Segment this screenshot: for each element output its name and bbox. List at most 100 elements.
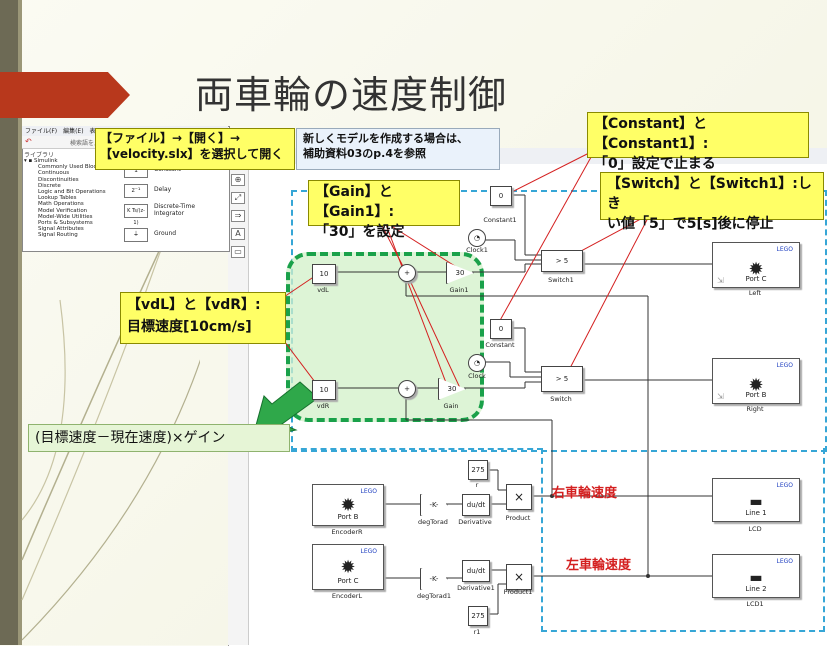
tree-item[interactable]: Signal Routing [38, 232, 78, 239]
tree-item[interactable]: Lookup Tables [38, 195, 77, 202]
vdR-label: vdR [316, 402, 330, 410]
clock1-label: Clock1 [466, 246, 488, 254]
constant-label: Constant [485, 341, 515, 349]
clock-label: Clock [468, 372, 486, 380]
library-block-ground[interactable]: ⏚Ground [120, 226, 226, 246]
callout-target-speed: 【vdL】と【vdR】: 目標速度[10cm/s] [120, 292, 286, 344]
gear-icon: ✹ [748, 375, 764, 396]
gear-icon: ✹ [340, 557, 356, 578]
switch-label: Switch [550, 395, 572, 403]
annotation-icon[interactable]: A [231, 228, 245, 240]
library-tree: ▾ ▪ Simulink Commonly Used Blocks Contin… [24, 158, 114, 239]
product-block[interactable]: × [506, 484, 532, 510]
lcd1-block[interactable]: LEGO ▬ Line 2 [712, 554, 800, 598]
degToRad1-label: degTorad1 [416, 592, 451, 600]
switch-block[interactable]: > 5 [541, 366, 583, 392]
callout-gain: 【Gain】と【Gain1】: 「30」を設定 [308, 180, 460, 240]
vdR-block[interactable]: 10 [312, 380, 336, 400]
motor-portC-block[interactable]: LEGO ✹ Port C ⇲ [712, 242, 800, 288]
encoderR-label: EncoderR [331, 528, 363, 536]
sum-bottom-block[interactable]: + [398, 380, 416, 398]
arrow-right-icon[interactable]: ⇒ [231, 210, 245, 222]
lcd-label: LCD [748, 525, 762, 533]
lcd-block[interactable]: LEGO ▬ Line 1 [712, 478, 800, 522]
derivative-label: Derivative [458, 518, 492, 526]
constant1-label: Constant1 [483, 216, 517, 224]
gear-icon: ✹ [340, 495, 356, 516]
sum-top-block[interactable]: + [398, 264, 416, 282]
title-arrow-shape [0, 72, 130, 118]
vdL-block[interactable]: 10 [312, 264, 336, 284]
r1-label: r1 [473, 628, 481, 636]
switch1-block[interactable]: > 5 [541, 250, 583, 272]
divider-dashed [291, 448, 543, 450]
degToRad-label: degTorad [418, 518, 448, 526]
callout-new-model: 新しくモデルを作成する場合は、 補助資料03のp.4を参照 [296, 128, 500, 170]
tree-item[interactable]: Model Verification [38, 207, 88, 214]
library-search-input[interactable]: 検索語を入 [70, 140, 101, 147]
ground-block-icon: ⏚ [124, 228, 148, 242]
menu-edit[interactable]: 編集(E) [63, 128, 84, 135]
callout-open-file: 【ファイル】→【開く】→ 【velocity.slx】を選択して開く [95, 128, 295, 170]
image-icon[interactable]: ▭ [231, 246, 245, 258]
constant1-block[interactable]: 0 [490, 186, 512, 206]
integrator-block-icon: K Ts/(z-1) [124, 204, 148, 226]
product1-label: Product1 [503, 588, 533, 596]
product1-block[interactable]: × [506, 564, 532, 590]
tree-item[interactable]: Ports & Subsystems [38, 220, 93, 227]
derivative-block[interactable]: du/dt [462, 494, 490, 516]
clock-icon[interactable]: ◔ [468, 354, 486, 372]
encoderL-label: EncoderL [331, 592, 363, 600]
library-label: ライブラリ [24, 152, 55, 159]
tree-item[interactable]: Logic and Bit Operations [38, 189, 106, 196]
tree-item[interactable]: Math Operations [38, 201, 84, 208]
r-block[interactable]: 275 [468, 460, 488, 480]
tree-item[interactable]: Commonly Used Blocks [38, 164, 103, 171]
vdL-label: vdL [317, 286, 329, 294]
motor-portB-block[interactable]: LEGO ✹ Port B ⇲ [712, 358, 800, 404]
tree-item[interactable]: Model-Wide Utilities [38, 213, 93, 220]
menu-file[interactable]: ファイル(F) [25, 128, 58, 135]
slide-left-bar [0, 0, 18, 645]
product-label: Product [505, 514, 531, 522]
r1-block[interactable]: 275 [468, 606, 488, 626]
gain-label: Gain [443, 402, 459, 410]
callout-error-times-gain: (目標速度－現在速度)×ゲイン [28, 424, 290, 452]
resize-icon: ⇲ [717, 392, 724, 401]
back-icon[interactable]: ↶ [25, 137, 32, 146]
derivative1-label: Derivative1 [457, 584, 495, 592]
library-block-integrator[interactable]: K Ts/(z-1)Discrete-Time Integrator [120, 202, 226, 226]
fit-view-icon[interactable]: ⤢ [231, 192, 245, 204]
speed-region-dashed [541, 448, 825, 632]
tree-item[interactable]: Discrete [38, 182, 61, 189]
r-label: r [475, 481, 479, 489]
encoderL-block[interactable]: LEGO ✹ Port C [312, 544, 384, 590]
derivative1-block[interactable]: du/dt [462, 560, 490, 582]
zoom-in-icon[interactable]: ⊕ [231, 174, 245, 186]
switch1-label: Switch1 [548, 276, 574, 284]
gear-icon: ✹ [748, 259, 764, 280]
monitor-icon: ▬ [749, 570, 763, 586]
slide-left-bar-accent [18, 0, 22, 645]
menu-view[interactable]: 表 [89, 128, 96, 135]
motor-portB-label: Right [746, 405, 764, 413]
right-wheel-speed-label: 右車輪速度 [552, 486, 618, 501]
lcd1-label: LCD1 [746, 600, 764, 608]
tree-item[interactable]: Signal Attributes [38, 226, 84, 233]
clock1-icon[interactable]: ◔ [468, 229, 486, 247]
slide-title: 両車輪の速度制御 [195, 73, 508, 117]
tree-item[interactable]: Continuous [38, 170, 70, 177]
left-wheel-speed-label: 左車輪速度 [566, 558, 632, 573]
gain1-label: Gain1 [449, 286, 469, 294]
tree-item-simulink[interactable]: ▾ ▪ Simulink [24, 158, 58, 164]
model-side-toolbar: ⊕ ⤢ ⇒ A ▭ [228, 164, 249, 645]
callout-switch: 【Switch】と【Switch1】:しき い値「5」で5[s]後に停止 [600, 172, 824, 232]
constant-block[interactable]: 0 [490, 319, 512, 339]
delay-block-icon: z⁻¹ [124, 184, 148, 198]
tree-item[interactable]: Discontinuities [38, 176, 79, 183]
encoderR-block[interactable]: LEGO ✹ Port B [312, 484, 384, 526]
motor-portC-label: Left [748, 289, 762, 297]
resize-icon: ⇲ [717, 276, 724, 285]
